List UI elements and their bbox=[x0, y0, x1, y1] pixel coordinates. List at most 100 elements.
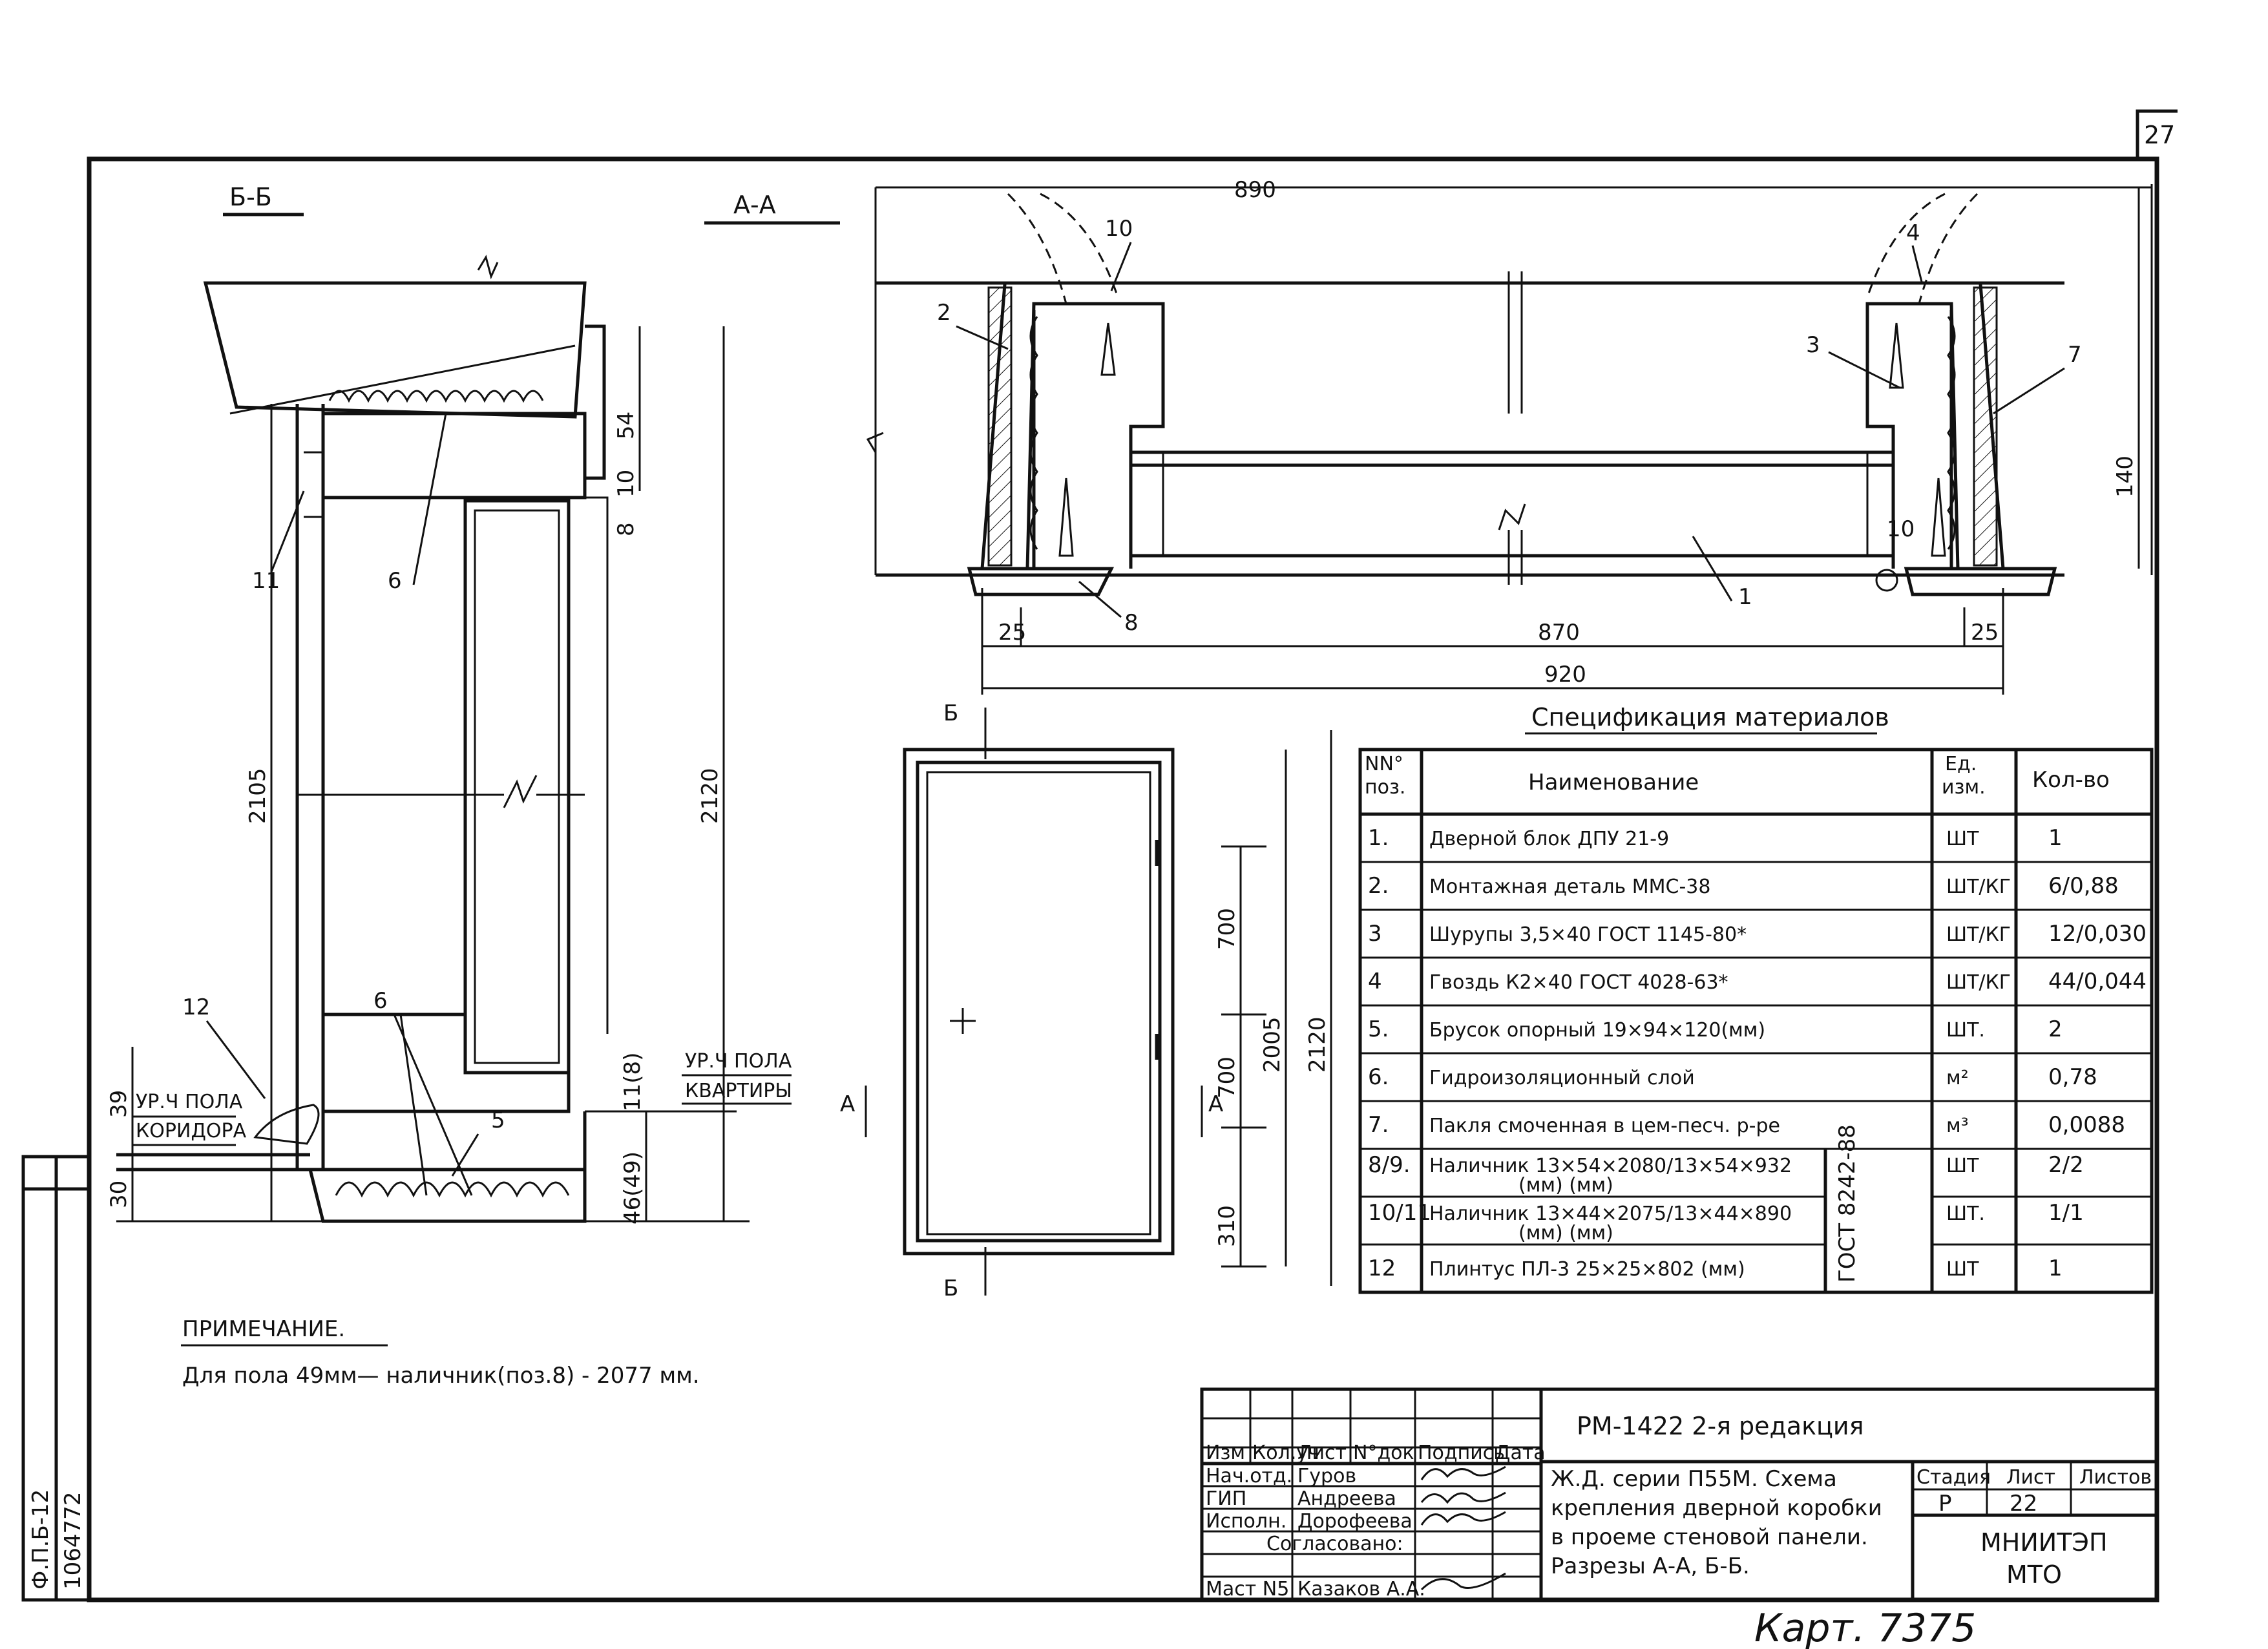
spec-gost: ГОСТ 8242-88 bbox=[1834, 1124, 1860, 1283]
dim-25-left: 25 bbox=[998, 620, 1026, 646]
callout-4: 4 bbox=[1906, 220, 1920, 246]
tb-org-2: МТО bbox=[2006, 1560, 2062, 1589]
spec-row-qty: 2/2 bbox=[2048, 1152, 2084, 1178]
tb-role-2: ГИП bbox=[1206, 1487, 1246, 1510]
spec-row-name: Брусок опорный 19×94×120(мм) bbox=[1429, 1019, 1765, 1042]
section-bb-title: Б-Б bbox=[229, 183, 272, 211]
corridor-floor-label-1: УР.Ч ПОЛА bbox=[136, 1091, 243, 1113]
section-mark-b-bottom: Б bbox=[943, 1276, 958, 1301]
dim-46-49: 46(49) bbox=[620, 1151, 646, 1224]
tb-desc-4: Разрезы А-А, Б-Б. bbox=[1551, 1553, 1750, 1579]
spec-row-sub: (мм) (мм) bbox=[1518, 1174, 1613, 1197]
spec-row-pos: 4 bbox=[1368, 969, 1382, 994]
spec-row-unit: ШТ. bbox=[1946, 1019, 1985, 1042]
spec-row-pos: 10/11 bbox=[1368, 1200, 1431, 1226]
stamp-value-1: Ф.П.Б-12 bbox=[28, 1489, 54, 1590]
spec-row-pos: 12 bbox=[1368, 1255, 1396, 1281]
spec-row-qty: 0,78 bbox=[2048, 1064, 2097, 1090]
spec-row-unit: ШТ bbox=[1946, 1258, 1979, 1281]
apartment-floor-label-2: КВАРТИРЫ bbox=[685, 1080, 792, 1102]
dim-920: 920 bbox=[1544, 662, 1586, 688]
spec-row-qty: 0,0088 bbox=[2048, 1112, 2125, 1138]
spec-row-unit: ШТ bbox=[1946, 1155, 1979, 1177]
spec-table: Спецификация материалов NN° поз. Наимено… bbox=[1358, 703, 2154, 1294]
spec-header-unit-2: изм. bbox=[1942, 776, 1986, 799]
callout-2: 2 bbox=[937, 300, 951, 326]
section-mark-a-left: А bbox=[840, 1091, 855, 1117]
dim-39: 39 bbox=[106, 1090, 132, 1118]
spec-row-qty: 1/1 bbox=[2048, 1200, 2084, 1226]
dim-310: 310 bbox=[1214, 1205, 1240, 1247]
spec-row-qty: 44/0,044 bbox=[2048, 969, 2147, 994]
spec-row-unit: ШТ/КГ bbox=[1946, 971, 2011, 994]
note-text: Для пола 49мм— наличник(поз.8) - 2077 мм… bbox=[182, 1363, 700, 1389]
tb-desc-2: крепления дверной коробки bbox=[1551, 1495, 1882, 1521]
tb-col-list: Лист bbox=[1297, 1442, 1347, 1464]
dim-2120-elev: 2120 bbox=[1305, 1016, 1330, 1073]
spec-row-unit: м³ bbox=[1946, 1115, 1969, 1137]
tb-col-kol: Кол.уч bbox=[1252, 1442, 1319, 1464]
tb-col-sign: Подпись bbox=[1418, 1442, 1505, 1464]
dim-870: 870 bbox=[1538, 620, 1580, 646]
tb-code: РМ-1422 2-я редакция bbox=[1577, 1412, 1864, 1440]
tb-org-1: МНИИТЭП bbox=[1980, 1528, 2108, 1557]
apartment-floor-label-1: УР.Ч ПОЛА bbox=[685, 1050, 792, 1073]
spec-row-name: Монтажная деталь ММС-38 bbox=[1429, 876, 1710, 898]
spec-header-qty: Кол-во bbox=[2032, 767, 2110, 793]
tb-name-2: Андреева bbox=[1297, 1487, 1396, 1510]
tb-stage: Р bbox=[1938, 1491, 1952, 1517]
tb-last-name: Казаков А.А. bbox=[1297, 1578, 1425, 1601]
spec-header-pos-1: NN° bbox=[1365, 753, 1403, 775]
spec-row-name: Плинтус ПЛ-3 25×25×802 (мм) bbox=[1429, 1258, 1745, 1281]
dim-30: 30 bbox=[106, 1181, 132, 1208]
tb-last-role: Маст N5 bbox=[1206, 1578, 1289, 1601]
tb-role-1: Нач.отд. bbox=[1206, 1465, 1292, 1487]
callout-12: 12 bbox=[182, 994, 210, 1020]
callout-6a: 6 bbox=[388, 568, 402, 594]
tb-desc-1: Ж.Д. серии П55М. Схема bbox=[1551, 1466, 1837, 1492]
spec-row-sub: (мм) (мм) bbox=[1518, 1222, 1613, 1245]
dim-54: 54 bbox=[613, 412, 639, 439]
spec-row-unit: ШТ. bbox=[1946, 1203, 1985, 1225]
spec-row-pos: 3 bbox=[1368, 921, 1382, 947]
spec-row-pos: 1. bbox=[1368, 825, 1389, 851]
dim-11-8: 11(8) bbox=[620, 1053, 646, 1111]
corridor-floor-label-2: КОРИДОРА bbox=[136, 1120, 247, 1142]
tb-role-3: Исполн. bbox=[1206, 1510, 1286, 1533]
dim-2120-bb: 2120 bbox=[697, 768, 723, 824]
spec-row-qty: 1 bbox=[2048, 825, 2063, 851]
dim-2105: 2105 bbox=[245, 768, 271, 824]
tb-agreed: Согласовано: bbox=[1266, 1533, 1403, 1555]
tb-sheet: 22 bbox=[2010, 1491, 2037, 1517]
callout-10a: 10 bbox=[1105, 216, 1133, 242]
spec-row-name: Гидроизоляционный слой bbox=[1429, 1067, 1695, 1089]
tb-name-1: Гуров bbox=[1297, 1465, 1356, 1487]
spec-row-unit: ШТ/КГ bbox=[1946, 876, 2011, 898]
callout-6b: 6 bbox=[373, 988, 388, 1014]
title-block: Изм Кол.уч Лист N°док Подпись Дата Нач.о… bbox=[1200, 1387, 2159, 1602]
spec-row-name: Наличник 13×44×2075/13×44×890 bbox=[1429, 1203, 1792, 1225]
section-aa-title: А-А bbox=[733, 191, 776, 219]
spec-row-unit: ШТ/КГ bbox=[1946, 923, 2011, 946]
spec-header-name: Наименование bbox=[1528, 770, 1699, 795]
dim-10: 10 bbox=[613, 470, 639, 498]
spec-row-qty: 2 bbox=[2048, 1016, 2063, 1042]
callout-5: 5 bbox=[491, 1108, 505, 1133]
spec-row-unit: ШТ bbox=[1946, 828, 1979, 850]
dim-25-right: 25 bbox=[1971, 620, 1999, 646]
spec-row-name: Шурупы 3,5×40 ГОСТ 1145-80* bbox=[1429, 923, 1747, 946]
sheet-frame bbox=[87, 156, 2159, 1602]
spec-row-name: Гвоздь К2×40 ГОСТ 4028-63* bbox=[1429, 971, 1728, 994]
spec-row-unit: м² bbox=[1946, 1067, 1969, 1089]
dim-8: 8 bbox=[613, 522, 639, 536]
spec-row-qty: 6/0,88 bbox=[2048, 873, 2119, 899]
spec-row-name: Наличник 13×54×2080/13×54×932 bbox=[1429, 1155, 1792, 1177]
spec-row-pos: 8/9. bbox=[1368, 1152, 1411, 1178]
callout-7: 7 bbox=[2068, 342, 2082, 368]
tb-stage-label: Стадия bbox=[1916, 1466, 1991, 1489]
tb-name-3: Дорофеева bbox=[1297, 1510, 1412, 1533]
dim-140: 140 bbox=[2112, 456, 2138, 498]
dim-2005: 2005 bbox=[1259, 1016, 1285, 1073]
tb-sheet-label: Лист bbox=[2006, 1466, 2055, 1489]
